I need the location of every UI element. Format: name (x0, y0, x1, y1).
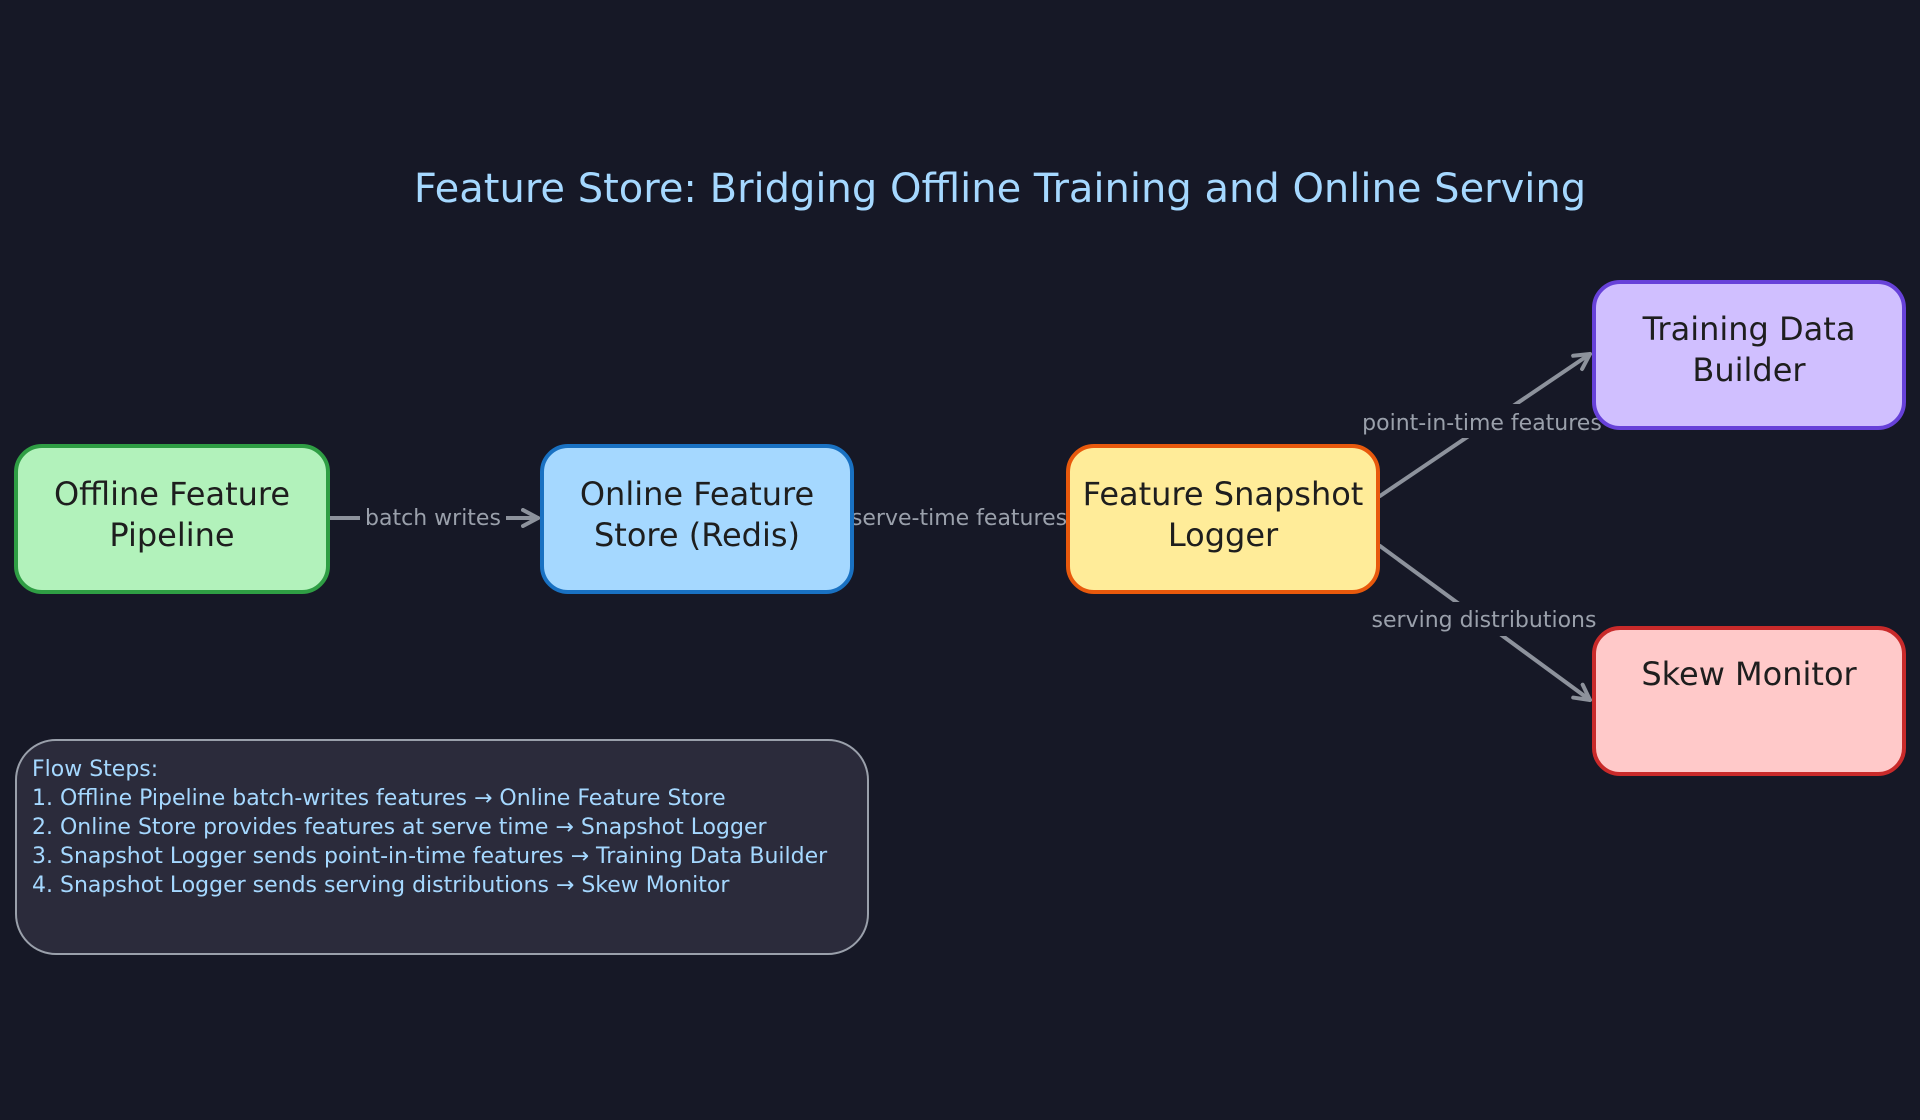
flow-steps-panel: Flow Steps: 1. Offline Pipeline batch-wr… (15, 739, 869, 955)
node-offline-label-line-2: Pipeline (109, 516, 234, 554)
node-offline-box (14, 444, 330, 594)
node-training-label-line-2: Builder (1692, 351, 1806, 389)
edge-label-serving-distributions: serving distributions (1372, 608, 1597, 633)
node-training-label-line-1: Training Data (1642, 310, 1856, 348)
diagram-title: Feature Store: Bridging Offline Training… (414, 166, 1586, 212)
node-skew-label-line-1: Skew Monitor (1641, 655, 1857, 693)
node-training-box (1592, 280, 1906, 430)
edge-label-mask (1360, 404, 1604, 438)
flow-step-1: 1. Offline Pipeline batch-writes feature… (32, 786, 726, 811)
node-logger-label-line-2: Logger (1168, 516, 1279, 554)
edge-batch-writes: batch writes (326, 500, 540, 534)
edge-label-point-in-time-features: point-in-time features (1362, 411, 1602, 436)
flow-step-4: 4. Snapshot Logger sends serving distrib… (32, 873, 730, 898)
node-logger-box (1066, 444, 1380, 594)
edge-label-mask (852, 500, 1066, 534)
edge-point-in-time-features: point-in-time features (1360, 352, 1604, 498)
edge-label-batch-writes: batch writes (365, 506, 501, 531)
flow-steps-heading: Flow Steps: (32, 757, 158, 782)
node-feature-snapshot-logger[interactable]: Feature Snapshot Logger (1066, 444, 1380, 594)
edge-label-mask (1368, 602, 1600, 636)
edge-label-mask (360, 500, 506, 534)
node-training-data-builder[interactable]: Training Data Builder (1592, 280, 1906, 430)
node-logger-label-line-1: Feature Snapshot (1083, 475, 1364, 513)
edge-serve-time-features: serve-time features (850, 500, 1068, 534)
node-skew-box (1592, 626, 1906, 776)
node-online-feature-store[interactable]: Online Feature Store (Redis) (540, 444, 854, 594)
node-online-box (540, 444, 854, 594)
node-offline-feature-pipeline[interactable]: Offline Feature Pipeline (14, 444, 330, 594)
node-offline-label-line-1: Offline Feature (54, 475, 290, 513)
flow-step-3: 3. Snapshot Logger sends point-in-time f… (32, 844, 828, 869)
edge-label-serve-time-features: serve-time features (851, 506, 1067, 531)
node-online-label-line-1: Online Feature (580, 475, 814, 513)
flow-steps-box (15, 739, 869, 955)
node-online-label-line-2: Store (Redis) (594, 516, 800, 554)
node-skew-monitor[interactable]: Skew Monitor (1592, 626, 1906, 776)
edge-serving-distributions: serving distributions (1368, 544, 1600, 702)
flow-step-2: 2. Online Store provides features at ser… (32, 815, 767, 840)
